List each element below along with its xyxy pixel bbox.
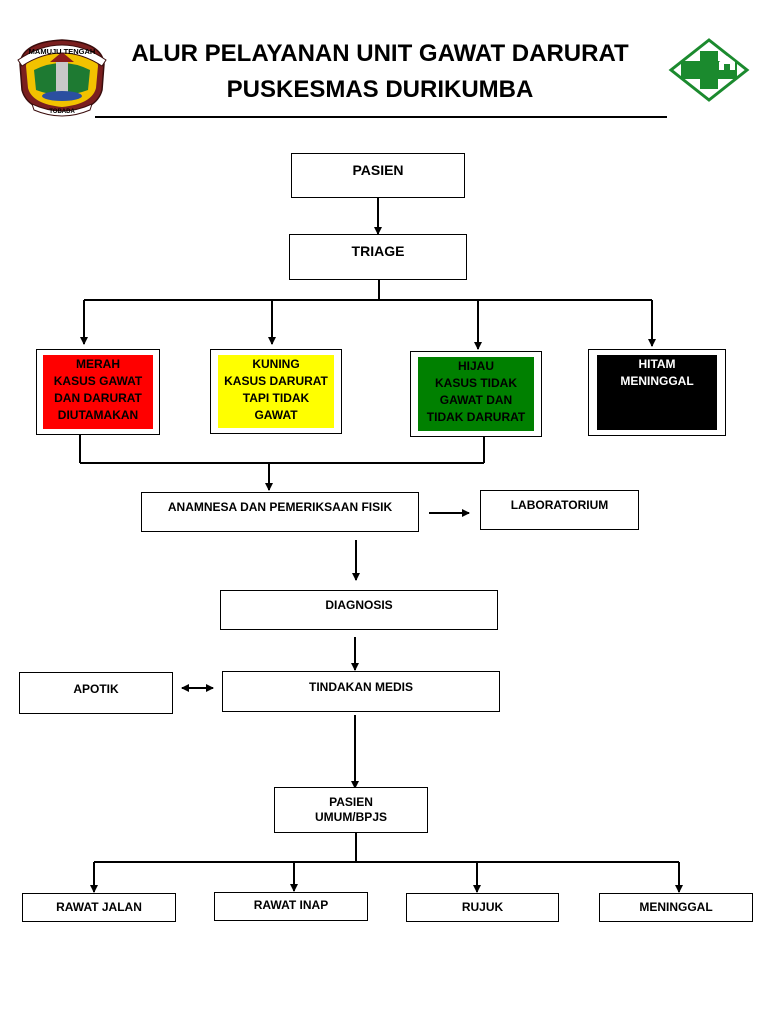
node-pasien-umum: PASIEN UMUM/BPJS — [274, 787, 428, 833]
pasien-umum-line1: PASIEN — [329, 795, 373, 809]
node-meninggal: MENINGGAL — [599, 893, 753, 922]
hijau-line2: KASUS TIDAK — [434, 376, 517, 390]
node-diagnosis: DIAGNOSIS — [220, 590, 498, 630]
merah-line1: MERAH — [76, 357, 120, 371]
hijau-fill: HIJAU KASUS TIDAK GAWAT DAN TIDAK DARURA… — [418, 357, 534, 431]
node-anamnesa: ANAMNESA DAN PEMERIKSAAN FISIK — [141, 492, 419, 532]
header-divider — [95, 116, 667, 118]
kuning-line2: KASUS DARURAT — [224, 374, 328, 388]
node-laboratorium: LABORATORIUM — [480, 490, 639, 530]
node-tindakan-medis: TINDAKAN MEDIS — [222, 671, 500, 712]
node-laboratorium-label: LABORATORIUM — [510, 498, 609, 512]
node-apotik: APOTIK — [19, 672, 173, 714]
kuning-line1: KUNING — [252, 357, 300, 371]
hijau-line1: HIJAU — [457, 359, 494, 373]
node-merah: MERAH KASUS GAWAT DAN DARURAT DIUTAMAKAN — [36, 349, 160, 435]
merah-line2: KASUS GAWAT — [53, 374, 143, 388]
node-rujuk-label: RUJUK — [461, 900, 504, 914]
hitam-line2: MENINGGAL — [620, 374, 694, 388]
hitam-fill: HITAM MENINGGAL — [597, 355, 717, 430]
node-rujuk: RUJUK — [406, 893, 559, 922]
node-hitam: HITAM MENINGGAL — [588, 349, 726, 436]
kuning-line4: GAWAT — [254, 408, 298, 422]
kuning-fill: KUNING KASUS DARURAT TAPI TIDAK GAWAT — [218, 355, 334, 428]
puskesmas-logo — [668, 38, 750, 102]
regional-emblem-logo: MAMUJU TENGAH TOBADA — [17, 39, 107, 117]
node-diagnosis-label: DIAGNOSIS — [325, 598, 393, 612]
node-triage-label: TRIAGE — [351, 243, 405, 259]
node-rawat-inap: RAWAT INAP — [214, 892, 368, 921]
hijau-line4: TIDAK DARURAT — [426, 410, 526, 424]
page-title-line2: PUSKESMAS DURIKUMBA — [226, 76, 534, 103]
merah-fill: MERAH KASUS GAWAT DAN DARURAT DIUTAMAKAN — [43, 355, 153, 429]
merah-line4: DIUTAMAKAN — [57, 408, 139, 422]
node-pasien: PASIEN — [291, 153, 465, 198]
node-anamnesa-label: ANAMNESA DAN PEMERIKSAAN FISIK — [167, 500, 393, 514]
node-rawat-inap-label: RAWAT INAP — [253, 898, 329, 912]
hitam-line1: HITAM — [638, 357, 676, 371]
node-hijau: HIJAU KASUS TIDAK GAWAT DAN TIDAK DARURA… — [410, 351, 542, 437]
hijau-line3: GAWAT DAN — [439, 393, 513, 407]
node-apotik-label: APOTIK — [73, 682, 119, 696]
node-rawat-jalan-label: RAWAT JALAN — [56, 900, 142, 914]
merah-line3: DAN DARURAT — [54, 391, 142, 405]
node-triage: TRIAGE — [289, 234, 467, 280]
pasien-umum-line2: UMUM/BPJS — [314, 810, 387, 824]
page-title-line1: ALUR PELAYANAN UNIT GAWAT DARURAT — [131, 40, 629, 67]
node-tindakan-label: TINDAKAN MEDIS — [309, 680, 413, 694]
node-rawat-jalan: RAWAT JALAN — [22, 893, 176, 922]
emblem-text-bottom: TOBADA — [49, 109, 75, 115]
emblem-text-top: MAMUJU TENGAH — [29, 47, 96, 56]
node-meninggal-label: MENINGGAL — [639, 900, 713, 914]
kuning-line3: TAPI TIDAK — [242, 391, 310, 405]
node-pasien-label: PASIEN — [352, 162, 404, 178]
node-kuning: KUNING KASUS DARURAT TAPI TIDAK GAWAT — [210, 349, 342, 434]
